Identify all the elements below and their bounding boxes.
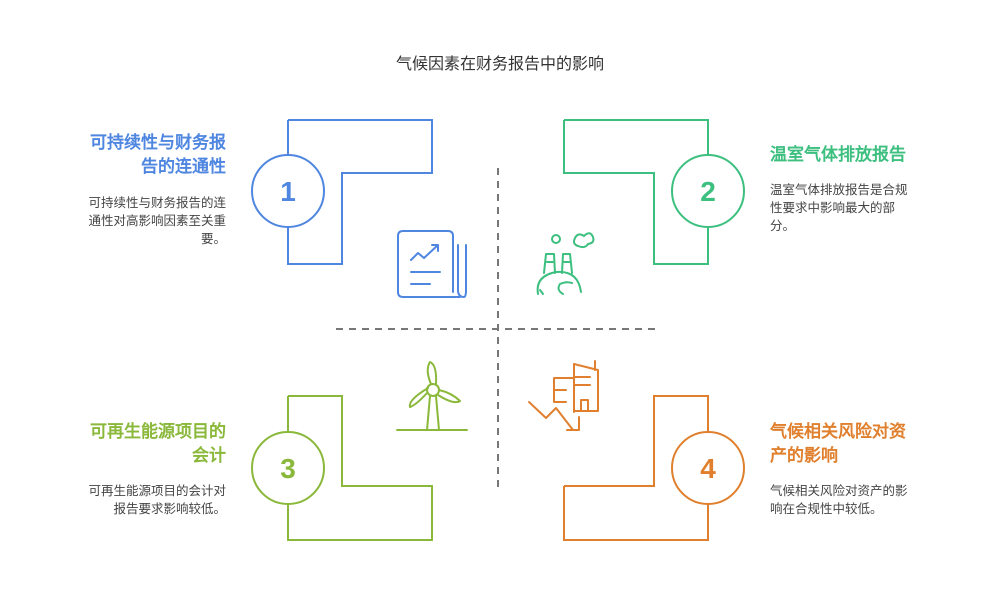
heading-line: 会计 (192, 446, 226, 466)
report-chart-icon (397, 230, 467, 298)
building-decline-icon (528, 360, 599, 431)
item-4-description: 气候相关风险对资产的影 响在合规性中较低。 (770, 482, 960, 518)
step-1-circle (251, 154, 325, 228)
description-line: 性要求中影响最大的部 (770, 200, 896, 215)
step-2-circle (671, 154, 745, 228)
item-3-description: 可再生能源项目的会计对 报告要求影响较低。 (40, 482, 226, 518)
step-3-number: 3 (280, 453, 296, 484)
step-3-circle (251, 431, 325, 505)
step-4-number: 4 (700, 453, 716, 484)
description-line: 报告要求影响较低。 (113, 501, 226, 516)
step-1-number: 1 (280, 176, 296, 207)
step-4-circle (671, 431, 745, 505)
item-3-heading: 可再生能源项目的 会计 (40, 420, 226, 468)
item-2-heading: 温室气体排放报告 (770, 143, 970, 167)
heading-line: 产的影响 (770, 446, 838, 466)
item-1-description: 可持续性与财务报告的连 通性对高影响因素至关重 要。 (40, 194, 226, 248)
wind-turbine-icon (396, 361, 468, 431)
description-line: 通性对高影响因素至关重 (88, 213, 226, 228)
quadrant-3-frame (287, 395, 433, 541)
description-line: 温室气体排放报告是合规 (770, 182, 908, 197)
step-2-number: 2 (700, 176, 716, 207)
description-line: 气候相关风险对资产的影 (770, 483, 908, 498)
description-line: 响在合规性中较低。 (770, 501, 883, 516)
quadrant-4-frame (563, 395, 709, 541)
heading-line: 告的连通性 (141, 157, 226, 177)
description-line: 可持续性与财务报告的连 (88, 195, 226, 210)
quadrant-1-frame (287, 119, 433, 265)
description-line: 要。 (200, 231, 226, 246)
description-line: 分。 (770, 218, 796, 233)
quadrant-2-frame (563, 119, 709, 265)
description-line: 可再生能源项目的会计对 (88, 483, 226, 498)
diagram-title: 气候因素在财务报告中的影响 (395, 54, 604, 73)
item-4-heading: 气候相关风险对资 产的影响 (770, 420, 970, 468)
heading-line: 气候相关风险对资 (770, 422, 906, 442)
item-2-description: 温室气体排放报告是合规 性要求中影响最大的部 分。 (770, 181, 950, 235)
item-1-heading: 可持续性与财务报 告的连通性 (40, 131, 226, 179)
heading-line: 可持续性与财务报 (90, 133, 226, 153)
heading-line: 温室气体排放报告 (770, 145, 906, 165)
heading-line: 可再生能源项目的 (90, 422, 226, 442)
factory-emissions-icon (536, 232, 595, 295)
